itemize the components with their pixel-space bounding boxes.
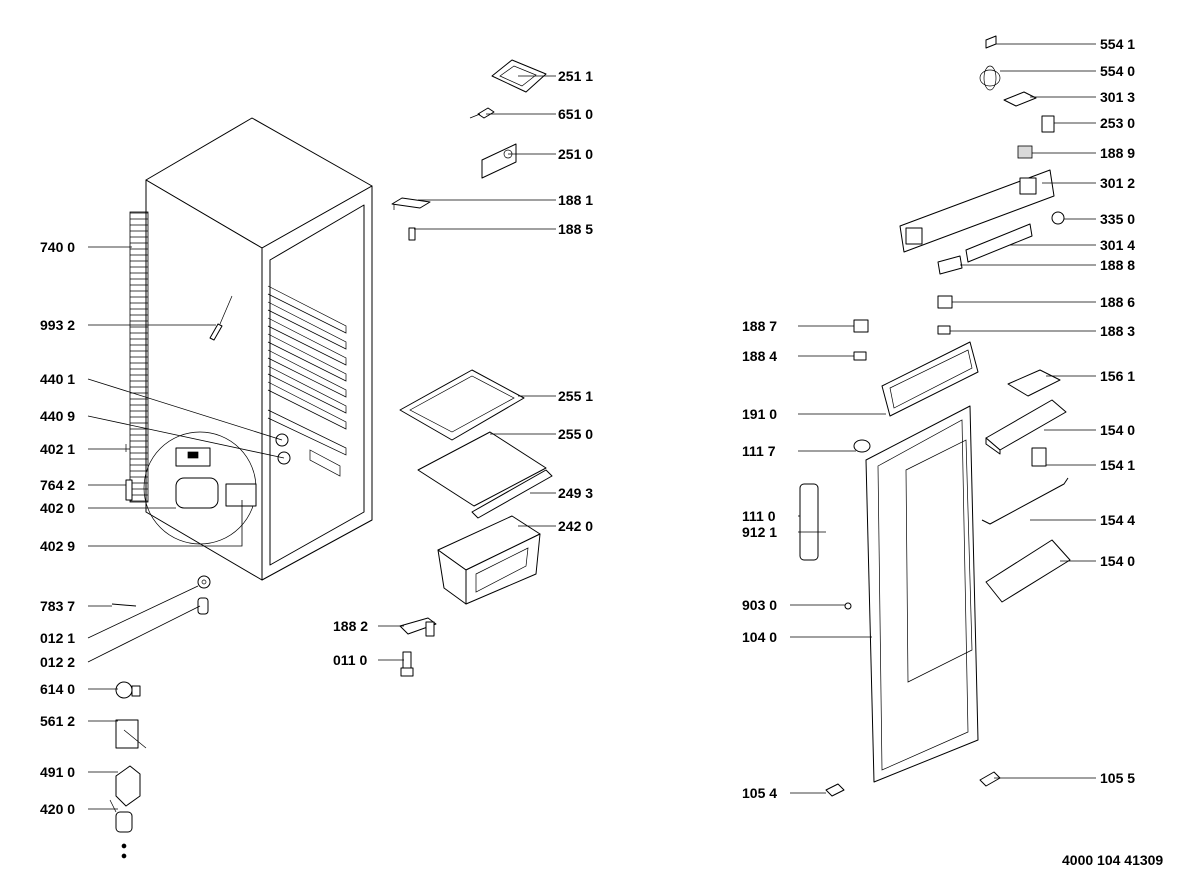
callout-label: 402 9 <box>40 538 75 554</box>
callout-label: 105 4 <box>742 785 777 801</box>
callout-label: 111 7 <box>742 443 776 459</box>
callout-label: 335 0 <box>1100 211 1135 227</box>
callout-label: 251 0 <box>558 146 593 162</box>
callout-label: 903 0 <box>742 597 777 613</box>
document-code: 4000 104 41309 <box>1062 852 1163 868</box>
callout-label: 554 0 <box>1100 63 1135 79</box>
callout-label: 651 0 <box>558 106 593 122</box>
door-assembly <box>799 35 1071 797</box>
callout-label: 255 1 <box>558 388 593 404</box>
callout-label: 561 2 <box>40 713 75 729</box>
callout-label: 440 1 <box>40 371 75 387</box>
callout-label: 249 3 <box>558 485 593 501</box>
callout-label: 188 6 <box>1100 294 1135 310</box>
callout-label: 402 0 <box>40 500 75 516</box>
callout-label: 301 4 <box>1100 237 1135 253</box>
callout-label: 188 8 <box>1100 257 1135 273</box>
callout-label: 253 0 <box>1100 115 1135 131</box>
callout-label: 993 2 <box>40 317 75 333</box>
callout-label: 614 0 <box>40 681 75 697</box>
loose-parts <box>109 59 553 859</box>
callout-label: 301 3 <box>1100 89 1135 105</box>
callout-label: 188 5 <box>558 221 593 237</box>
callout-label: 156 1 <box>1100 368 1135 384</box>
callout-label: 154 0 <box>1100 553 1135 569</box>
callout-label: 188 2 <box>333 618 368 634</box>
callout-label: 105 5 <box>1100 770 1135 786</box>
callout-label: 301 2 <box>1100 175 1135 191</box>
callout-label: 402 1 <box>40 441 75 457</box>
callout-label: 154 0 <box>1100 422 1135 438</box>
callout-label: 912 1 <box>742 524 777 540</box>
refrigerator-cabinet <box>125 117 373 581</box>
callout-label: 783 7 <box>40 598 75 614</box>
callout-label: 012 2 <box>40 654 75 670</box>
callout-label: 554 1 <box>1100 36 1135 52</box>
callout-label: 191 0 <box>742 406 777 422</box>
callout-labels: 251 1 651 0 251 0 188 1 188 5 740 0 993 … <box>40 36 1135 817</box>
callout-label: 154 1 <box>1100 457 1135 473</box>
callout-label: 740 0 <box>40 239 75 255</box>
callout-label: 188 1 <box>558 192 593 208</box>
callout-label: 440 9 <box>40 408 75 424</box>
leader-lines <box>87 43 1096 810</box>
callout-label: 188 9 <box>1100 145 1135 161</box>
callout-label: 491 0 <box>40 764 75 780</box>
callout-label: 251 1 <box>558 68 593 84</box>
callout-label: 011 0 <box>333 652 367 668</box>
callout-label: 012 1 <box>40 630 75 646</box>
callout-label: 104 0 <box>742 629 777 645</box>
callout-label: 188 7 <box>742 318 777 334</box>
callout-label: 188 3 <box>1100 323 1135 339</box>
callout-label: 154 4 <box>1100 512 1135 528</box>
callout-label: 111 0 <box>742 508 776 524</box>
callout-label: 242 0 <box>558 518 593 534</box>
callout-label: 255 0 <box>558 426 593 442</box>
callout-label: 188 4 <box>742 348 777 364</box>
callout-label: 764 2 <box>40 477 75 493</box>
callout-label: 420 0 <box>40 801 75 817</box>
condenser <box>129 211 149 503</box>
